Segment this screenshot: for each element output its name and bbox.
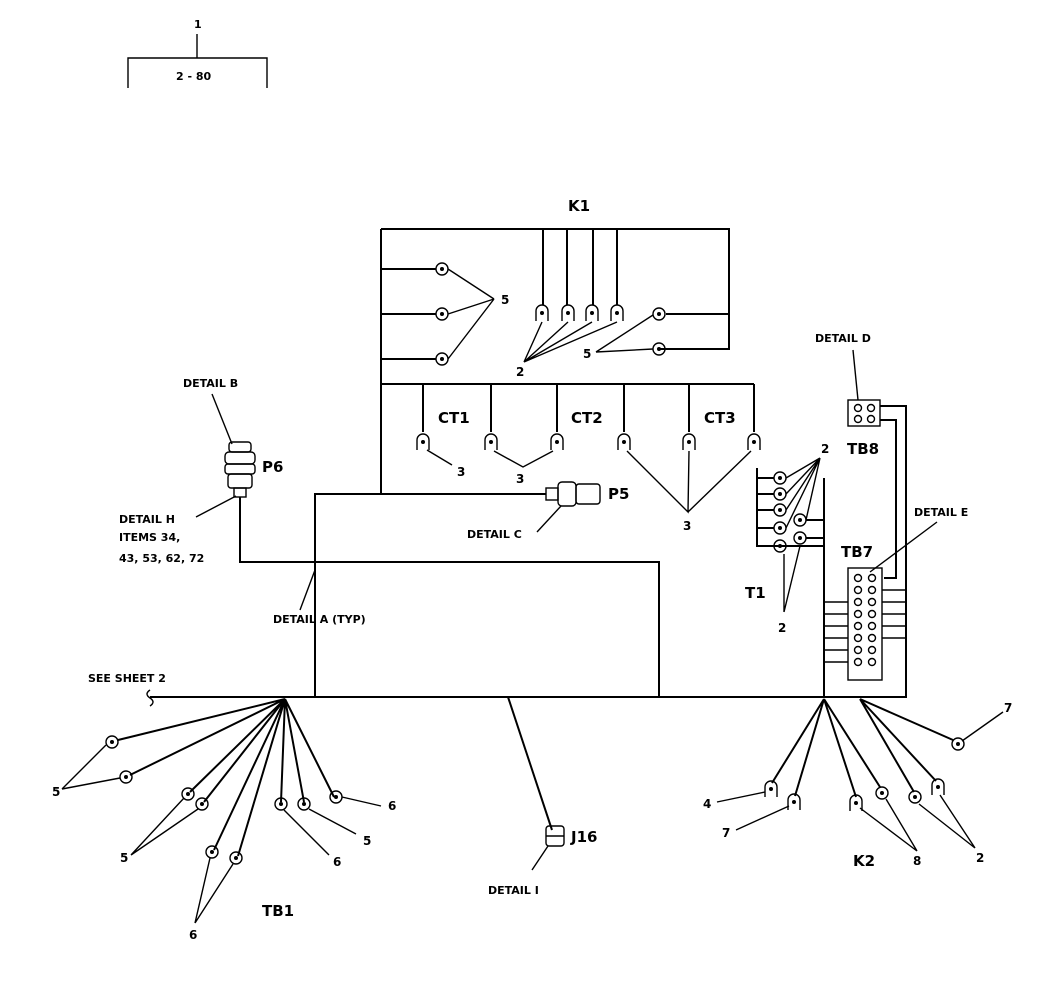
tb1-breakout: 5 5 6 6 5 6 TB1 (52, 698, 396, 942)
ct3-label: CT3 (704, 409, 736, 427)
ct1-label: CT1 (438, 409, 470, 427)
k2-callout-7-left: 7 (722, 826, 730, 840)
tb8-label: TB8 (847, 440, 879, 458)
k1-callout-5-left: 5 (501, 293, 509, 307)
p6-connector: DETAIL B P6 DETAIL H ITEMS 34, 43, 53, 6… (119, 377, 660, 697)
detail-i-label: DETAIL I (488, 884, 539, 897)
detail-h-label: DETAIL H (119, 513, 175, 526)
p6-label: P6 (262, 458, 283, 476)
t1-transformer: 2 T1 2 (745, 442, 829, 635)
j16-connector: J16 DETAIL I (488, 696, 597, 897)
k2-callout-4: 4 (703, 797, 711, 811)
tb1-label: TB1 (262, 902, 294, 920)
p5-connector: P5 DETAIL C DETAIL A (TYP) (273, 481, 629, 697)
ct3-callout-3: 3 (683, 519, 691, 533)
j16-label: J16 (570, 828, 597, 846)
tb1-callout-6-a: 6 (189, 928, 197, 942)
k2-breakout: 4 7 8 2 7 K2 (703, 698, 1012, 870)
index-item-number: 1 (194, 18, 202, 31)
detail-a-label: DETAIL A (TYP) (273, 613, 366, 626)
detail-d-label: DETAIL D (815, 332, 871, 345)
tb1-callout-6-b: 6 (388, 799, 396, 813)
p5-label: P5 (608, 485, 629, 503)
tb1-callout-6-c: 6 (333, 855, 341, 869)
items-line2: 43, 53, 62, 72 (119, 552, 204, 565)
k1-callout-2: 2 (516, 365, 524, 379)
k2-callout-2: 2 (976, 851, 984, 865)
k1-block: K1 5 2 5 (380, 197, 754, 494)
k1-callout-5-right: 5 (583, 347, 591, 361)
detail-b-label: DETAIL B (183, 377, 238, 390)
detail-c-label: DETAIL C (467, 528, 522, 541)
tb1-callout-5-b: 5 (120, 851, 128, 865)
k2-callout-8: 8 (913, 854, 921, 868)
tb8-terminal: DETAIL D TB8 (815, 332, 907, 698)
detail-e-label: DETAIL E (914, 506, 968, 519)
index-ref: 2 - 80 (176, 70, 212, 83)
tb1-callout-5-c: 5 (363, 834, 371, 848)
ct-block: CT1 CT2 CT3 3 3 3 (416, 384, 761, 533)
k1-label: K1 (568, 197, 590, 215)
ct1-callout-3: 3 (457, 465, 465, 479)
index-box: 1 2 - 80 (127, 18, 268, 88)
t1-callout-2-bottom: 2 (778, 621, 786, 635)
t1-callout-2-top: 2 (821, 442, 829, 456)
see-sheet-2-label: SEE SHEET 2 (88, 672, 166, 685)
tb1-callout-5-a: 5 (52, 785, 60, 799)
items-line1: ITEMS 34, (119, 531, 180, 544)
main-trunk: SEE SHEET 2 (88, 672, 824, 707)
ct2-label: CT2 (571, 409, 603, 427)
tb7-terminal: DETAIL E TB7 (823, 478, 968, 697)
t1-label: T1 (745, 584, 766, 602)
tb7-label: TB7 (841, 543, 873, 561)
k2-callout-7-right: 7 (1004, 701, 1012, 715)
k2-label: K2 (853, 852, 875, 870)
ct2-callout-3: 3 (516, 472, 524, 486)
